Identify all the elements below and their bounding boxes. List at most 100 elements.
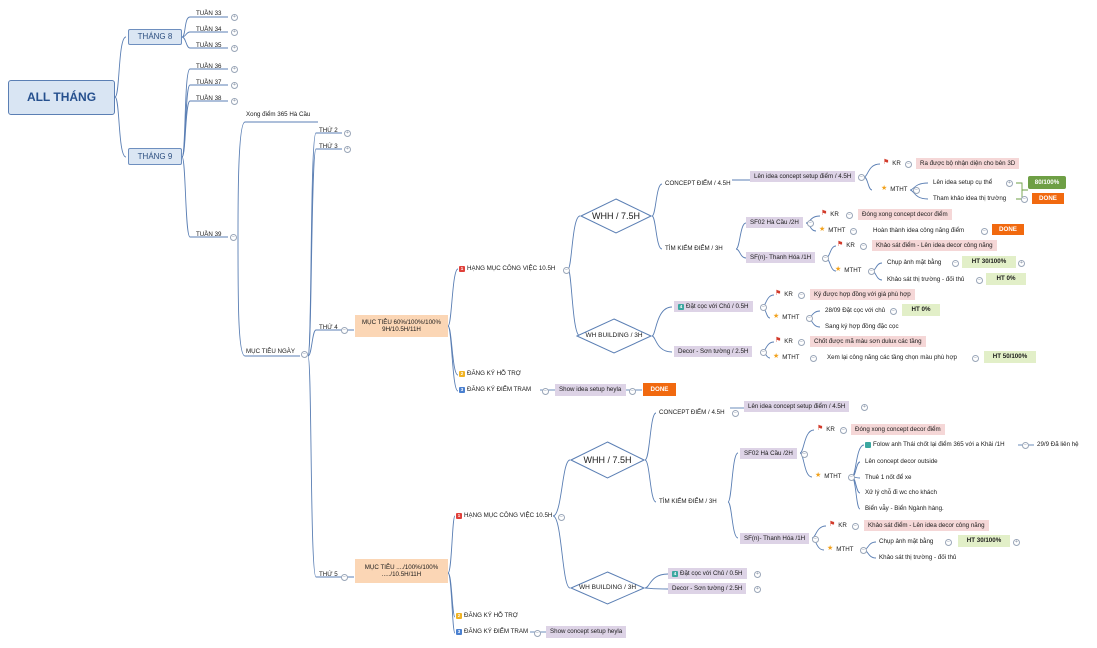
week-node[interactable]: TUẦN 38 <box>196 95 222 103</box>
action-node[interactable]: Xử lý chỗ đi wc cho khách <box>865 488 937 496</box>
mtht-node[interactable]: ★MTHT <box>772 353 800 362</box>
expand-icon[interactable]: + <box>231 82 238 89</box>
mtht-node[interactable]: ★MTHT <box>834 266 862 275</box>
action-node[interactable]: Khảo sát thị trường - đối thủ <box>879 553 957 561</box>
collapse-icon[interactable]: − <box>913 187 920 194</box>
week-node[interactable]: TUẦN 37 <box>196 79 222 87</box>
action-node[interactable]: Khảo sát thị trường - đối thủ <box>887 275 965 283</box>
collapse-icon[interactable]: − <box>852 523 859 530</box>
collapse-icon[interactable]: − <box>822 255 829 262</box>
kr-node[interactable]: ⚑KR <box>774 337 794 346</box>
site-node[interactable]: SF(n)- Thanh Hóa /1H <box>746 252 816 263</box>
kr-result-node[interactable]: Đóng xong concept decor điểm <box>858 209 952 220</box>
collapse-icon[interactable]: − <box>341 327 348 334</box>
kr-result-node[interactable]: Khảo sát điểm - Lên idea decor công năng <box>872 240 997 251</box>
collapse-icon[interactable]: − <box>1021 196 1028 203</box>
action-node[interactable]: Tham khảo idea thị trường <box>933 194 1007 202</box>
site-node[interactable]: SF(n)- Thanh Hóa /1H <box>740 533 810 544</box>
expand-icon[interactable]: + <box>754 571 761 578</box>
collapse-icon[interactable]: − <box>848 474 855 481</box>
topic-node[interactable]: Xong điểm 365 Hà Cầu <box>246 111 311 119</box>
concept-node[interactable]: CONCEPT ĐIỂM / 4.5H <box>659 408 725 416</box>
collapse-icon[interactable]: − <box>563 267 570 274</box>
action-node[interactable]: Lên concept decor outside <box>865 457 938 465</box>
collapse-icon[interactable]: − <box>806 315 813 322</box>
collapse-icon[interactable]: − <box>812 536 819 543</box>
idea-node[interactable]: Lên idea concept setup điểm / 4.5H <box>744 401 850 412</box>
collapse-icon[interactable]: − <box>732 410 739 417</box>
task-node[interactable]: Decor - Sơn tường / 2.5H <box>668 583 747 594</box>
kr-node[interactable]: ⚑KR <box>774 290 794 299</box>
collapse-icon[interactable]: − <box>629 388 636 395</box>
collapse-icon[interactable]: − <box>890 308 897 315</box>
collapse-icon[interactable]: − <box>807 220 814 227</box>
root-node[interactable]: ALL THÁNG <box>8 80 115 115</box>
action-node[interactable]: Sang ký hợp đồng đặc cọc <box>825 322 899 330</box>
site-node[interactable]: SF02 Hà Cầu /2H <box>746 217 803 228</box>
collapse-icon[interactable]: − <box>341 574 348 581</box>
site-node[interactable]: SF02 Hà Cầu /2H <box>740 448 797 459</box>
action-node[interactable]: Xem lại công năng các tầng chọn màu phù … <box>827 353 957 361</box>
idea-node[interactable]: Lên idea concept setup điểm / 4.5H <box>750 171 856 182</box>
kr-node[interactable]: ⚑KR <box>828 521 848 530</box>
collapse-icon[interactable]: − <box>868 268 875 275</box>
kr-result-node[interactable]: Ra được bộ nhận diện cho bên 3D <box>916 158 1020 169</box>
expand-icon[interactable]: + <box>231 66 238 73</box>
whh-diamond[interactable]: WHH / 7.5H <box>580 198 652 234</box>
collapse-icon[interactable]: − <box>542 388 549 395</box>
collapse-icon[interactable]: − <box>230 234 237 241</box>
goal-node[interactable]: MỤC TIÊU 60%/100%/100% 9H/10.5H/11H <box>355 315 448 337</box>
day-node-thu4[interactable]: THỨ 4 <box>319 324 338 332</box>
kr-result-node[interactable]: Đóng xong concept decor điểm <box>851 424 945 435</box>
wh-building-diamond[interactable]: WH BUILDING / 3H <box>576 318 652 354</box>
expand-icon[interactable]: + <box>754 586 761 593</box>
collapse-icon[interactable]: − <box>810 355 817 362</box>
week-node[interactable]: TUẦN 33 <box>196 10 222 18</box>
action-node[interactable]: Chụp ảnh mặt bằng <box>879 537 934 545</box>
kr-result-node[interactable]: Khảo sát điểm - Lên idea decor công năng <box>864 520 989 531</box>
collapse-icon[interactable]: − <box>905 161 912 168</box>
mtht-node[interactable]: ★MTHT <box>814 472 842 481</box>
collapse-icon[interactable]: − <box>301 351 308 358</box>
action-node[interactable]: Thuê 1 nốt để xe <box>865 473 912 481</box>
goal-node[interactable]: MỤC TIÊU ..../100%/100% ...../10.5H/11H <box>355 559 448 583</box>
collapse-icon[interactable]: − <box>972 355 979 362</box>
month-node-8[interactable]: THÁNG 8 <box>128 29 182 45</box>
day-node[interactable]: MỤC TIÊU NGÀY <box>246 348 296 356</box>
search-site-node[interactable]: TÌM KIẾM ĐIỂM / 3H <box>659 497 717 505</box>
week-node-39[interactable]: TUẦN 39 <box>196 231 222 239</box>
collapse-icon[interactable]: − <box>534 630 541 637</box>
kr-result-node[interactable]: Ký được hợp đồng với giá phù hợp <box>810 289 915 300</box>
collapse-icon[interactable]: − <box>558 514 565 521</box>
collapse-icon[interactable]: − <box>945 539 952 546</box>
action-node[interactable]: Lên idea setup cụ thể <box>933 178 993 186</box>
expand-icon[interactable]: + <box>1013 539 1020 546</box>
collapse-icon[interactable]: − <box>952 260 959 267</box>
whh-diamond[interactable]: WHH / 7.5H <box>570 441 645 479</box>
collapse-icon[interactable]: − <box>860 243 867 250</box>
action-node[interactable]: 28/09 Đặt cọc với chủ <box>825 306 886 314</box>
expand-icon[interactable]: + <box>231 14 238 21</box>
week-node[interactable]: TUẦN 35 <box>196 42 222 50</box>
show-node[interactable]: Show concept setup heyla <box>546 626 627 638</box>
wh-building-diamond[interactable]: WH BUILDING / 3H <box>570 571 645 605</box>
collapse-icon[interactable]: − <box>760 349 767 356</box>
expand-icon[interactable]: + <box>344 146 351 153</box>
action-node[interactable]: Folow anh Thái chốt lại điểm 365 với a K… <box>864 440 1006 449</box>
search-site-node[interactable]: TÌM KIẾM ĐIỂM / 3H <box>665 244 723 252</box>
action-node[interactable]: Biển vẫy - Biển Ngành hàng. <box>865 504 944 512</box>
day-node-thu3[interactable]: THỨ 3 <box>319 143 338 151</box>
expand-icon[interactable]: + <box>1018 260 1025 267</box>
collapse-icon[interactable]: − <box>850 228 857 235</box>
mtht-node[interactable]: ★MTHT <box>818 226 846 235</box>
kr-node[interactable]: ⚑KR <box>820 210 840 219</box>
kr-result-node[interactable]: Chốt được mã màu sơn dulux các tầng <box>810 336 926 347</box>
collapse-icon[interactable]: − <box>860 547 867 554</box>
action-node[interactable]: Chụp ảnh mặt bằng <box>887 258 942 266</box>
